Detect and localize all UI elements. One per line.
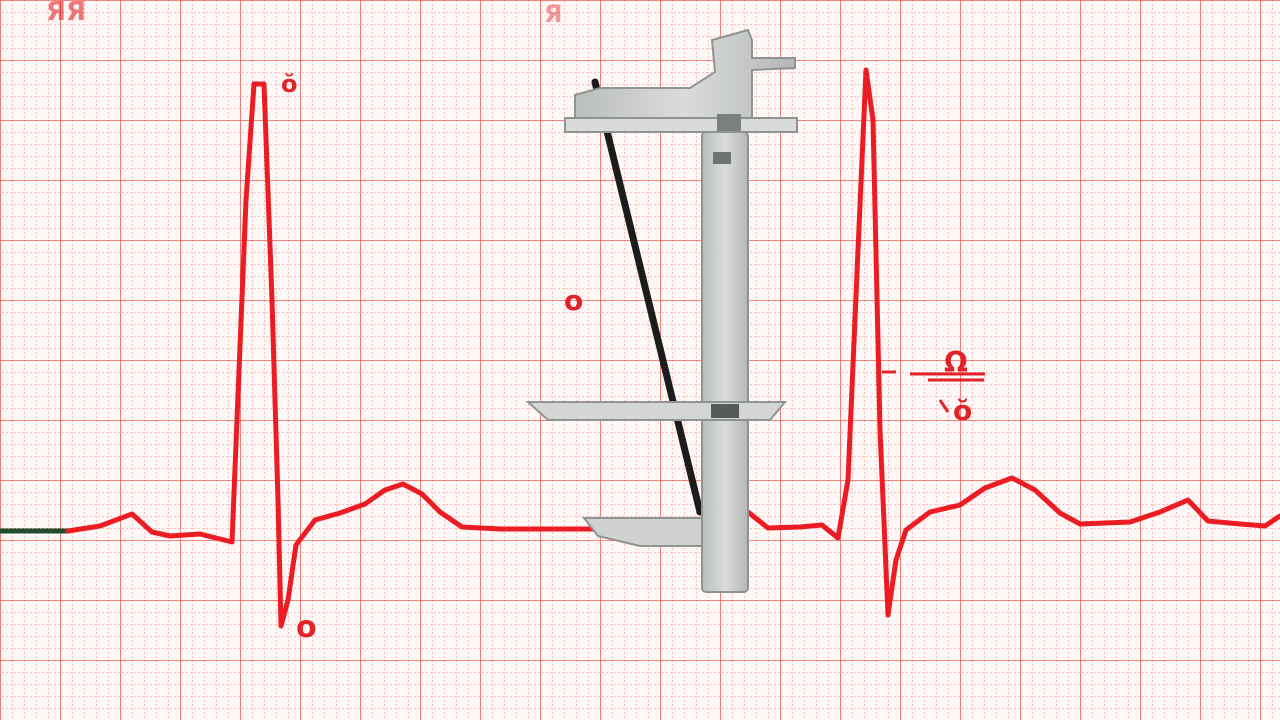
caliper-rod bbox=[591, 78, 704, 516]
caliper-bottom-jaw bbox=[581, 517, 703, 547]
caliper-beam-screw bbox=[713, 152, 731, 164]
annotation-mid-mark: o bbox=[564, 284, 583, 317]
caliper-middle-lock bbox=[711, 404, 739, 418]
caliper-middle-jaw bbox=[525, 401, 788, 421]
caliper-top-jaw bbox=[574, 28, 796, 119]
annotation-top-mid: Я bbox=[544, 0, 562, 28]
annotation-right-mark-bottom: ŏ bbox=[953, 394, 972, 427]
annotation-s-wave-mark: o bbox=[296, 610, 317, 645]
annotation-top-left: ЯЯ bbox=[46, 0, 86, 27]
annotation-right-dashes bbox=[882, 370, 985, 413]
annotation-r-peak-mark: ŏ bbox=[281, 70, 298, 98]
caliper-top-lock bbox=[717, 114, 741, 134]
caliper-main-beam bbox=[701, 131, 749, 593]
caliper-top-rail bbox=[564, 117, 798, 133]
caliper-tool bbox=[525, 28, 798, 593]
ecg-trace bbox=[65, 67, 1280, 629]
